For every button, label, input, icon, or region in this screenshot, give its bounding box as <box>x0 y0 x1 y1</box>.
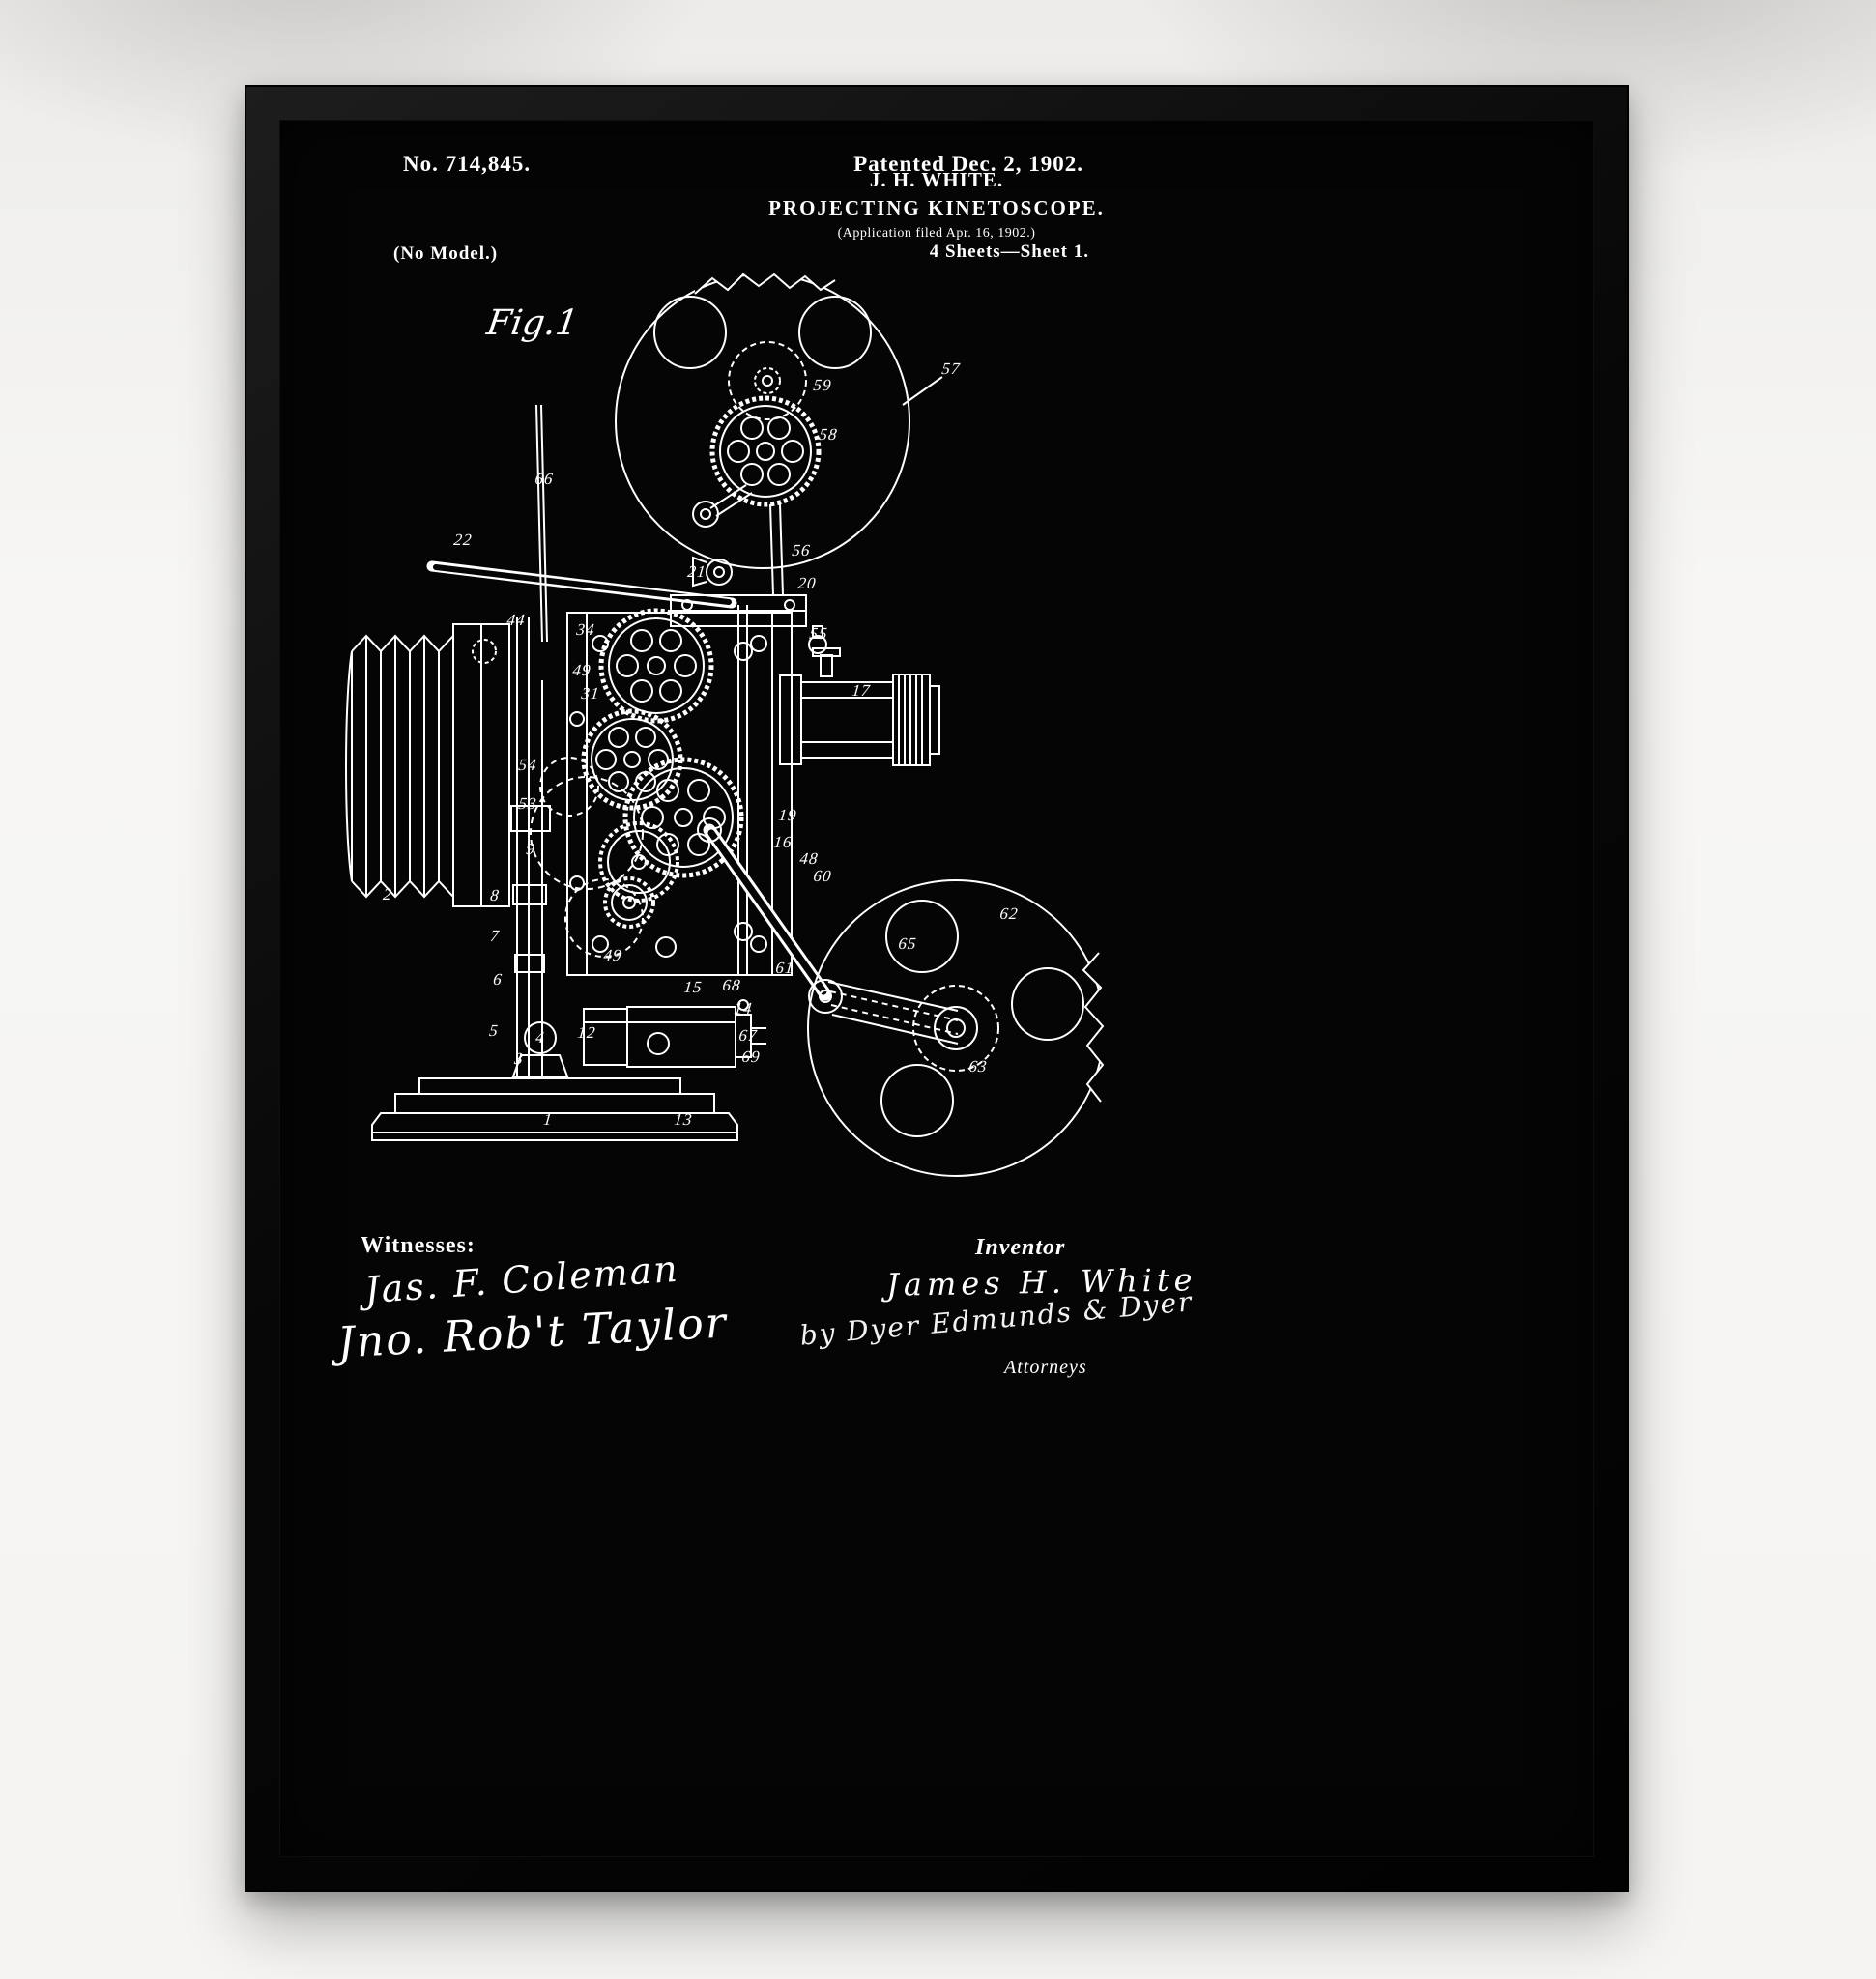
takeup-reel <box>807 879 1130 1177</box>
feed-sprocket <box>692 341 822 596</box>
top-reel <box>615 265 943 569</box>
inventor-heading: Inventor <box>975 1235 1066 1260</box>
lever-arm <box>426 560 737 609</box>
patent-number: No. 714,845. <box>403 152 532 176</box>
patent-drawing <box>345 265 1130 1177</box>
sheet-count: 4 Sheets—Sheet 1. <box>929 242 1089 262</box>
support-column <box>510 617 569 1077</box>
page-title: PROJECTING KINETOSCOPE. <box>768 196 1105 219</box>
film-gate <box>734 605 753 975</box>
base-pedestal <box>371 1077 738 1141</box>
no-model-note: (No Model.) <box>393 244 499 264</box>
picture-frame: No. 714,845. Patented Dec. 2, 1902. J. H… <box>245 85 1629 1892</box>
drive-box <box>583 999 766 1068</box>
witnesses-heading: Witnesses: <box>361 1233 476 1258</box>
application-filed-line: (Application filed Apr. 16, 1902.) <box>837 226 1036 241</box>
threading-rod <box>535 404 548 643</box>
gear-train <box>530 608 744 958</box>
lens-assembly <box>779 647 940 766</box>
patent-inventor-line: J. H. WHITE. <box>869 168 1004 191</box>
patent-poster: No. 714,845. Patented Dec. 2, 1902. J. H… <box>279 120 1594 1857</box>
crank-linkage <box>697 817 959 1045</box>
bellows <box>345 623 510 907</box>
attorneys-heading: Attorneys <box>1004 1357 1087 1378</box>
patent-date: Patented Dec. 2, 1902. <box>853 152 1083 176</box>
